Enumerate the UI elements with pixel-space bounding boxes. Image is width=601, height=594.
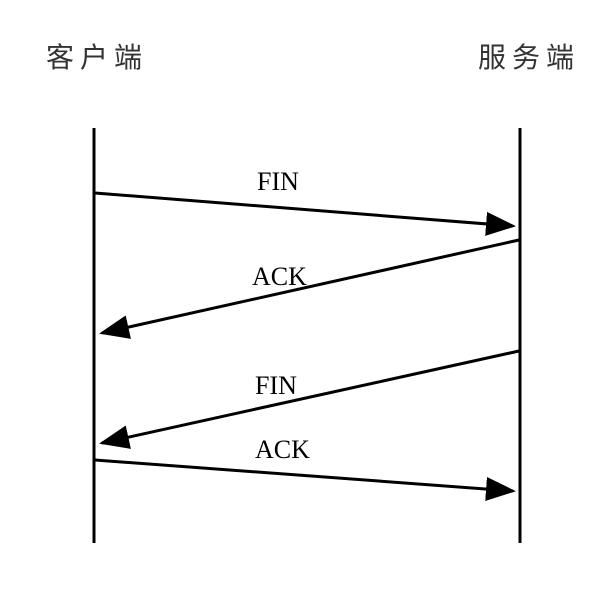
message-3-arrow	[99, 349, 520, 449]
message-2-arrow	[99, 238, 520, 339]
message-4-label: ACK	[255, 435, 310, 464]
message-1-label: FIN	[257, 167, 299, 196]
message-3-label: FIN	[255, 371, 297, 400]
message-1-arrow	[94, 191, 516, 236]
message-2-label: ACK	[252, 262, 307, 291]
server-actor-label: 服务端	[478, 41, 581, 74]
client-actor-label: 客户端	[46, 41, 149, 74]
message-4-arrow	[94, 458, 516, 501]
